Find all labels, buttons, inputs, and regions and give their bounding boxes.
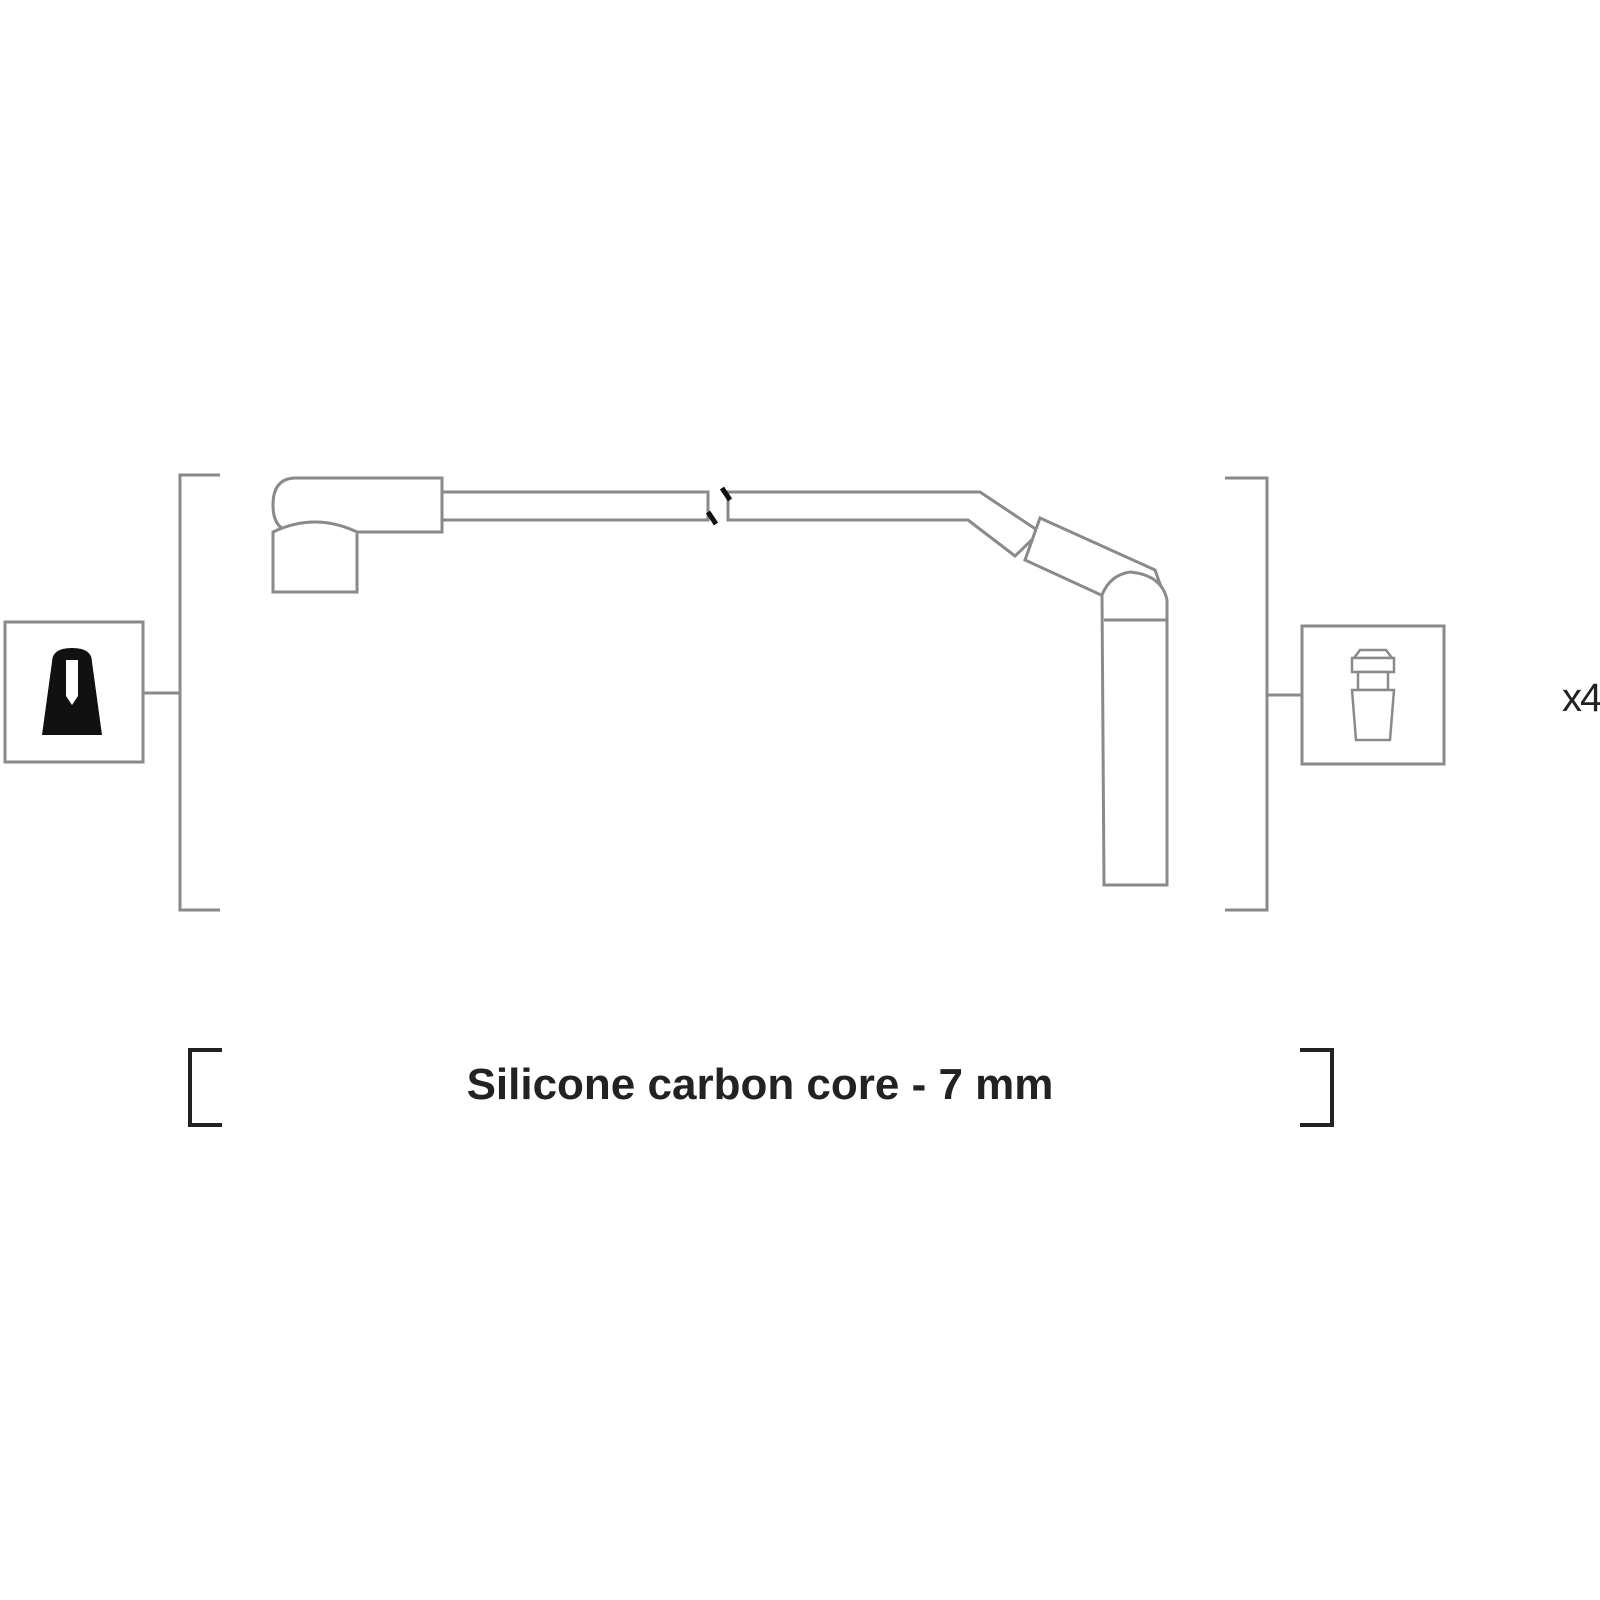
quantity-label: x4: [1562, 676, 1600, 720]
cable-right-segment: [726, 490, 1043, 558]
left-boot-cap: [271, 520, 359, 594]
cable-break-mark: [705, 486, 733, 526]
right-boot-body: [1100, 570, 1169, 887]
ignition-cable: [271, 476, 1169, 887]
caption-left-bracket: [188, 1048, 222, 1127]
spark-plug-terminal-icon: [1300, 624, 1446, 766]
right-bracket: [1225, 476, 1269, 912]
caption-right-bracket: [1300, 1048, 1334, 1127]
coil-terminal-icon: [3, 620, 145, 764]
cable-left-segment: [438, 490, 710, 522]
cable-spec-caption: Silicone carbon core - 7 mm: [466, 1060, 1054, 1109]
left-bracket: [178, 473, 220, 912]
